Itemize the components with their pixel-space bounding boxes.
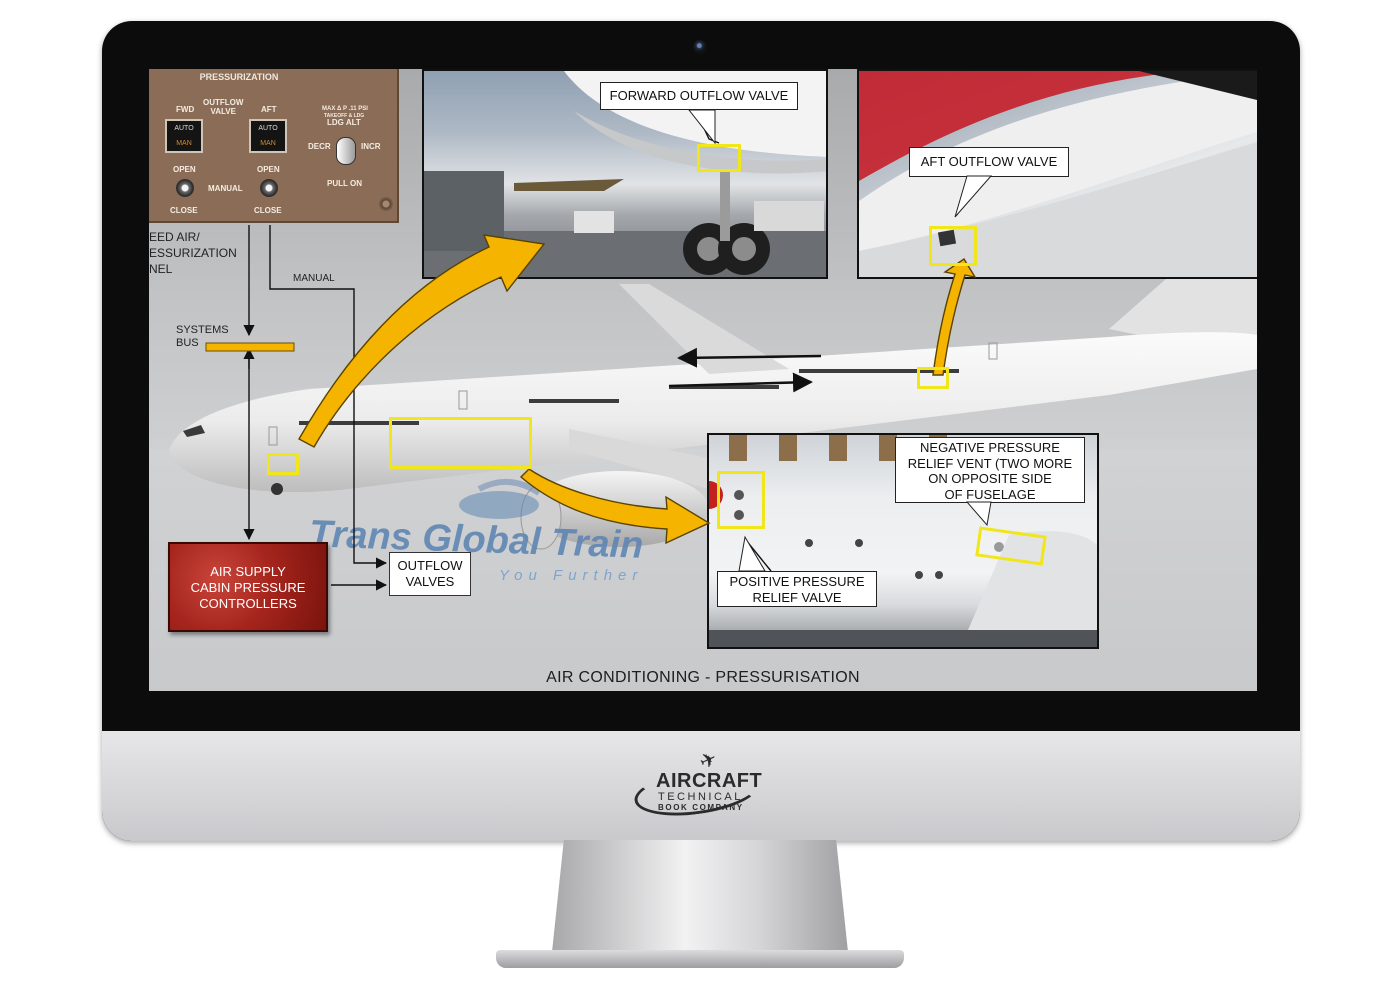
brand-line-1: AIRCRAFT [656, 770, 763, 792]
negative-callout-line-3: ON OPPOSITE SIDE [928, 471, 1052, 486]
forward-valve-highlight [697, 144, 741, 172]
panel-aft-label: AFT [261, 105, 277, 114]
fuselage-fwd-location-highlight [267, 453, 299, 475]
panel-screw [379, 197, 393, 211]
panel-manual-label: MANUAL [208, 184, 243, 193]
fwd-close-label: CLOSE [170, 206, 198, 215]
fwd-manual-toggle[interactable] [176, 179, 194, 197]
positive-callout-line-1: POSITIVE PRESSURE [729, 574, 865, 589]
watermark-figure-icon [459, 478, 541, 519]
manual-line-label: MANUAL [293, 273, 335, 284]
aft-man-label: MAN [260, 140, 276, 147]
monitor-stand [552, 840, 848, 952]
aft-outflow-callout: AFT OUTFLOW VALVE [909, 147, 1069, 177]
positive-relief-valve-highlight [717, 471, 765, 529]
negative-callout-line-4: OF FUSELAGE [944, 486, 1036, 502]
fwd-auto-label: AUTO [174, 125, 194, 132]
panel-caption-line-3: NEL [149, 262, 173, 276]
panel-caption-line-1: EED AIR/ [149, 230, 200, 244]
screen: Trans Global Train You Further PRESSURIZ… [149, 69, 1257, 691]
fuselage-aft-location-highlight [917, 367, 949, 389]
monitor-chin [102, 731, 1300, 841]
pressurization-panel: PRESSURIZATION FWD OUTFLOW VALVE AFT AUT… [149, 69, 399, 223]
pull-on-label: PULL ON [327, 179, 362, 188]
fwd-open-label: OPEN [173, 165, 196, 174]
outflow-box-line-2: VALVES [405, 574, 455, 589]
aft-outflow-mode-button[interactable]: AUTO MAN [249, 119, 287, 153]
cabin-pressure-controllers-box: AIR SUPPLY CABIN PRESSURE CONTROLLERS [168, 542, 328, 632]
fuselage [169, 332, 1257, 493]
arrow-to-forward-valve [298, 234, 546, 448]
monitor-frame: Trans Global Train You Further PRESSURIZ… [102, 21, 1300, 841]
negative-pressure-callout: NEGATIVE PRESSURE RELIEF VENT (TWO MORE … [895, 437, 1085, 503]
takeoff-ldg-label: TAKEOFF & LDG [324, 113, 365, 119]
relief-vent-photo-content [709, 435, 1097, 647]
brand-logo: ✈ AIRCRAFT TECHNICAL BOOK COMPANY [631, 747, 772, 823]
systems-bus-bar [205, 342, 295, 352]
controllers-line-1: AIR SUPPLY [210, 564, 286, 579]
watermark-tagline: You Further [499, 567, 644, 584]
fwd-man-label: MAN [176, 140, 192, 147]
controllers-line-3: CONTROLLERS [199, 596, 297, 611]
fwd-outflow-mode-button[interactable]: AUTO MAN [165, 119, 203, 153]
aft-valve-highlight [929, 226, 977, 266]
panel-outflow-label: OUTFLOW VALVE [203, 98, 244, 116]
forward-outflow-callout: FORWARD OUTFLOW VALVE [600, 82, 798, 110]
aft-close-label: CLOSE [254, 206, 282, 215]
negative-callout-line-2: RELIEF VENT (TWO MORE [907, 455, 1073, 471]
systems-label: SYSTEMS [176, 324, 229, 336]
panel-title: PRESSURIZATION [199, 72, 279, 82]
brand-line-2: TECHNICAL [658, 791, 743, 803]
arrow-to-relief-vent [519, 468, 711, 545]
slide-caption: AIR CONDITIONING - PRESSURISATION [546, 669, 860, 686]
outflow-box-line-1: OUTFLOW [397, 558, 463, 573]
incr-label: INCR [361, 142, 381, 151]
fuselage-vent-location-highlight [389, 417, 532, 469]
ldg-alt-knob[interactable] [336, 137, 356, 165]
bus-label: BUS [176, 337, 199, 349]
panel-caption-line-2: ESSURIZATION [149, 246, 237, 260]
ldg-alt-label: LDG ALT [327, 118, 361, 127]
aft-auto-label: AUTO [258, 125, 278, 132]
max-dp-label: MAX Δ P .11 PSI [322, 106, 368, 112]
monitor-stand-base [496, 950, 904, 968]
aft-open-label: OPEN [257, 165, 280, 174]
brand-line-3: BOOK COMPANY [658, 803, 744, 812]
arrow-to-aft-valve [932, 258, 977, 376]
negative-callout-line-1: NEGATIVE PRESSURE [920, 440, 1060, 455]
aft-manual-toggle[interactable] [260, 179, 278, 197]
outflow-valves-box: OUTFLOW VALVES [389, 552, 471, 596]
positive-callout-line-2: RELIEF VALVE [752, 590, 842, 605]
decr-label: DECR [308, 142, 331, 151]
positive-pressure-callout: POSITIVE PRESSURE RELIEF VALVE [717, 571, 877, 607]
schematic-overlay [205, 109, 993, 591]
panel-fwd-label: FWD [176, 105, 195, 114]
camera-icon [693, 40, 707, 54]
controllers-line-2: CABIN PRESSURE [190, 580, 306, 595]
